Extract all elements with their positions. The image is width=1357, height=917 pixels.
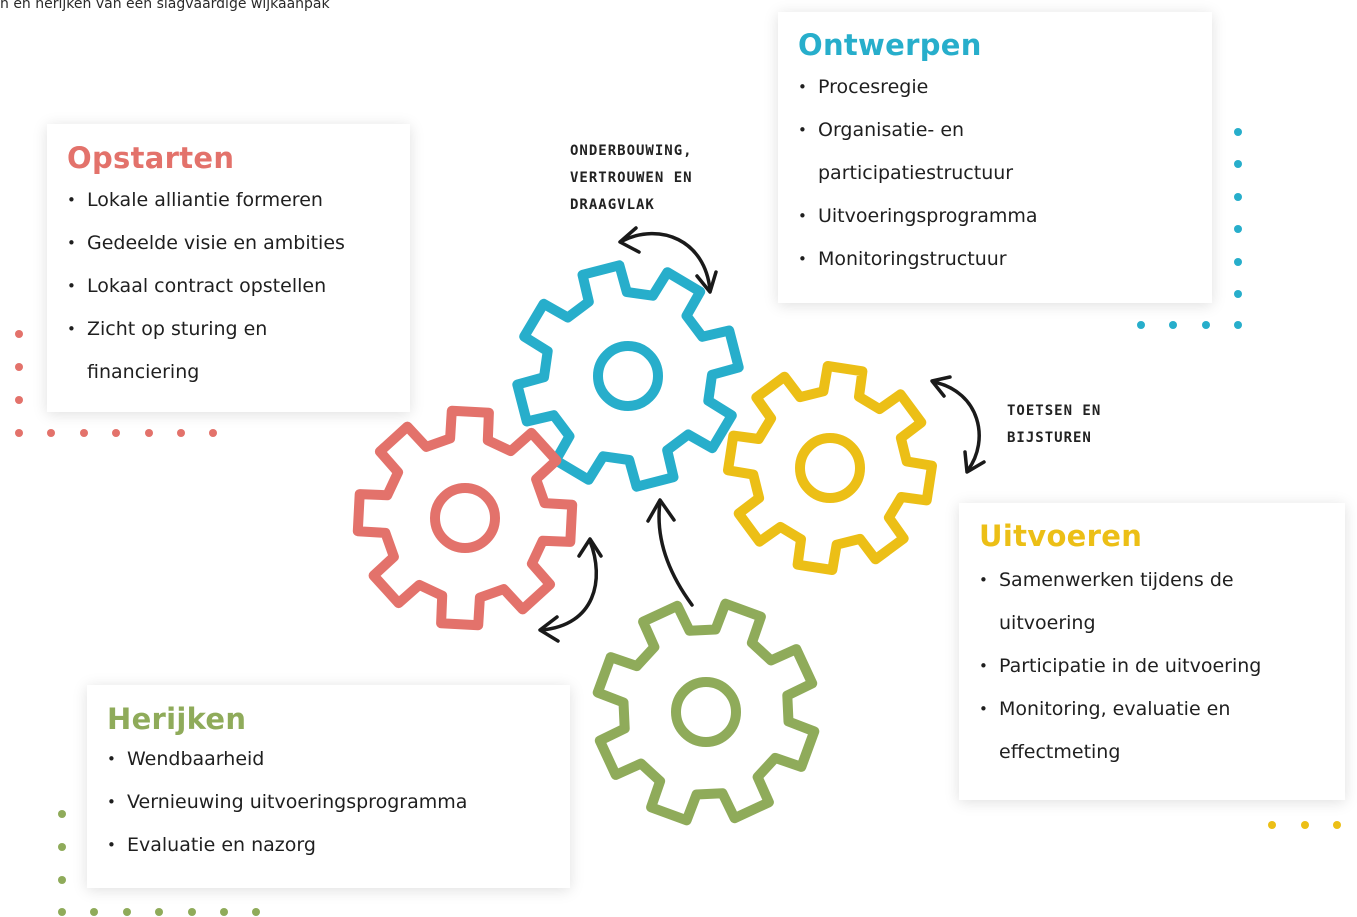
decorative-dot (15, 363, 23, 371)
curved-double-arrow-icon (932, 380, 981, 472)
decorative-dot (80, 429, 88, 437)
list-item: Procesregie (798, 66, 1192, 109)
phase-card-herijken: Herijken Wendbaarheid Vernieuwing uitvoe… (87, 685, 570, 888)
arrowhead-icon (930, 375, 952, 398)
list-item: Organisatie- en participatiestructuur (798, 109, 1048, 195)
gear-hub (671, 677, 741, 747)
decorative-dot (1301, 821, 1309, 829)
arrowhead-icon (618, 226, 641, 254)
note-toetsen: Toetsen en bijsturen (1007, 403, 1102, 446)
decorative-dot (15, 330, 23, 338)
decorative-dot (220, 908, 228, 916)
decorative-dot (1234, 321, 1242, 329)
decorative-dot (1137, 321, 1145, 329)
list-item: Wendbaarheid (107, 738, 550, 781)
list-item: Participatie in de uitvoering (979, 645, 1325, 688)
list-item: Gedeelde visie en ambities (67, 222, 390, 265)
phase-title: Herijken (107, 702, 247, 736)
gear-icon (512, 260, 744, 492)
gear-hub (430, 483, 500, 553)
arrowhead-icon (538, 615, 560, 643)
decorative-dot (47, 429, 55, 437)
decorative-dot (145, 429, 153, 437)
phase-list: Wendbaarheid Vernieuwing uitvoeringsprog… (107, 738, 550, 867)
phase-title: Uitvoeren (979, 519, 1143, 553)
list-item: Monitoringstructuur (798, 238, 1192, 281)
curved-arrow-icon (657, 500, 694, 607)
decorative-dot (252, 908, 260, 916)
gears (352, 260, 937, 826)
decorative-dot (1268, 821, 1276, 829)
decorative-dot (1202, 321, 1210, 329)
phase-card-ontwerpen: Ontwerpen Procesregie Organisatie- en pa… (778, 12, 1212, 303)
decorative-dot (123, 908, 131, 916)
gear-outline (592, 598, 820, 826)
decorative-dot (177, 429, 185, 437)
list-item: Lokale alliantie formeren (67, 179, 390, 222)
decorative-dot (188, 908, 196, 916)
decorative-dot (1234, 225, 1242, 233)
list-item: Vernieuwing uitvoeringsprogramma (107, 781, 550, 824)
arrowhead-icon (695, 270, 718, 294)
decorative-dots (15, 128, 1341, 916)
decorative-dot (58, 908, 66, 916)
phase-list: Procesregie Organisatie- en participatie… (798, 66, 1192, 281)
curved-double-arrow-icon (620, 231, 712, 292)
decorative-dot (1234, 193, 1242, 201)
list-item: Samenwerken tijdens de uitvoering (979, 559, 1289, 645)
gear-outline (723, 361, 937, 575)
curved-double-arrow-icon (540, 539, 599, 632)
decorative-dot (1333, 821, 1341, 829)
decorative-dot (1234, 128, 1242, 136)
arrowhead-icon (963, 450, 986, 474)
page-caption: n en herijken van een slagvaardige wijka… (0, 0, 330, 12)
list-item: Zicht op sturing en financiering (67, 308, 287, 394)
list-item: Uitvoeringsprogramma (798, 195, 1192, 238)
decorative-dot (1169, 321, 1177, 329)
decorative-dot (58, 876, 66, 884)
list-item: Lokaal contract opstellen (67, 265, 390, 308)
gear-icon (352, 405, 578, 631)
gear-hub (593, 341, 663, 411)
decorative-dot (209, 429, 217, 437)
phase-title: Ontwerpen (798, 28, 982, 62)
gear-outline (512, 260, 744, 492)
list-item: Monitoring, evaluatie en effectmeting (979, 688, 1289, 774)
gear-icon (723, 361, 937, 575)
decorative-dot (1234, 258, 1242, 266)
decorative-dot (155, 908, 163, 916)
decorative-dot (1234, 290, 1242, 298)
note-onderbouwing: Onderbouwing, vertrouwen en draagvlak (570, 143, 693, 213)
cycle-arrows (538, 226, 986, 643)
phase-card-opstarten: Opstarten Lokale alliantie formeren Gede… (47, 124, 410, 412)
decorative-dot (15, 429, 23, 437)
decorative-dot (90, 908, 98, 916)
decorative-dot (112, 429, 120, 437)
gear-icon (592, 598, 820, 826)
decorative-dot (58, 843, 66, 851)
decorative-dot (1234, 160, 1242, 168)
arrowhead-icon (577, 537, 603, 558)
gear-outline (352, 405, 578, 631)
decorative-dot (15, 396, 23, 404)
decorative-dot (58, 810, 66, 818)
arrowhead-icon (646, 498, 676, 523)
phase-list: Lokale alliantie formeren Gedeelde visie… (67, 179, 390, 394)
list-item: Evaluatie en nazorg (107, 824, 550, 867)
phase-list: Samenwerken tijdens de uitvoering Partic… (979, 559, 1325, 774)
gear-hub (795, 433, 865, 503)
phase-title: Opstarten (67, 141, 235, 175)
phase-card-uitvoeren: Uitvoeren Samenwerken tijdens de uitvoer… (959, 503, 1345, 800)
